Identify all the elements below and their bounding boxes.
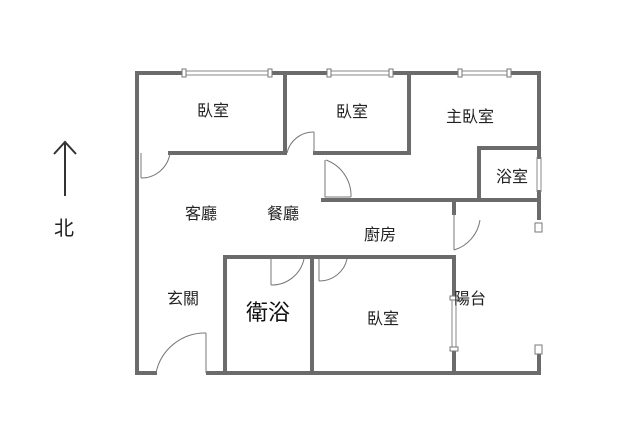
room-label-entrance: 玄關 [166, 289, 200, 308]
room-label-living-room: 客廳 [184, 204, 218, 223]
north-arrow-icon [53, 140, 77, 196]
room-label-bedroom2: 臥室 [335, 102, 369, 121]
room-label-bedroom1: 臥室 [196, 101, 230, 120]
room-label-master-bath: 浴室 [495, 167, 529, 186]
room-label-balcony: 陽台 [453, 289, 487, 308]
north-label: 北 [54, 216, 74, 240]
room-label-bathroom: 衛浴 [245, 301, 291, 326]
doors [140, 131, 481, 374]
room-label-dining-room: 餐廳 [266, 204, 300, 223]
room-label-bedroom3: 臥室 [366, 309, 400, 328]
windows [181, 68, 543, 355]
room-label-kitchen: 廚房 [363, 225, 397, 244]
room-label-master-bedroom: 主臥室 [445, 107, 495, 126]
walls [135, 71, 541, 375]
